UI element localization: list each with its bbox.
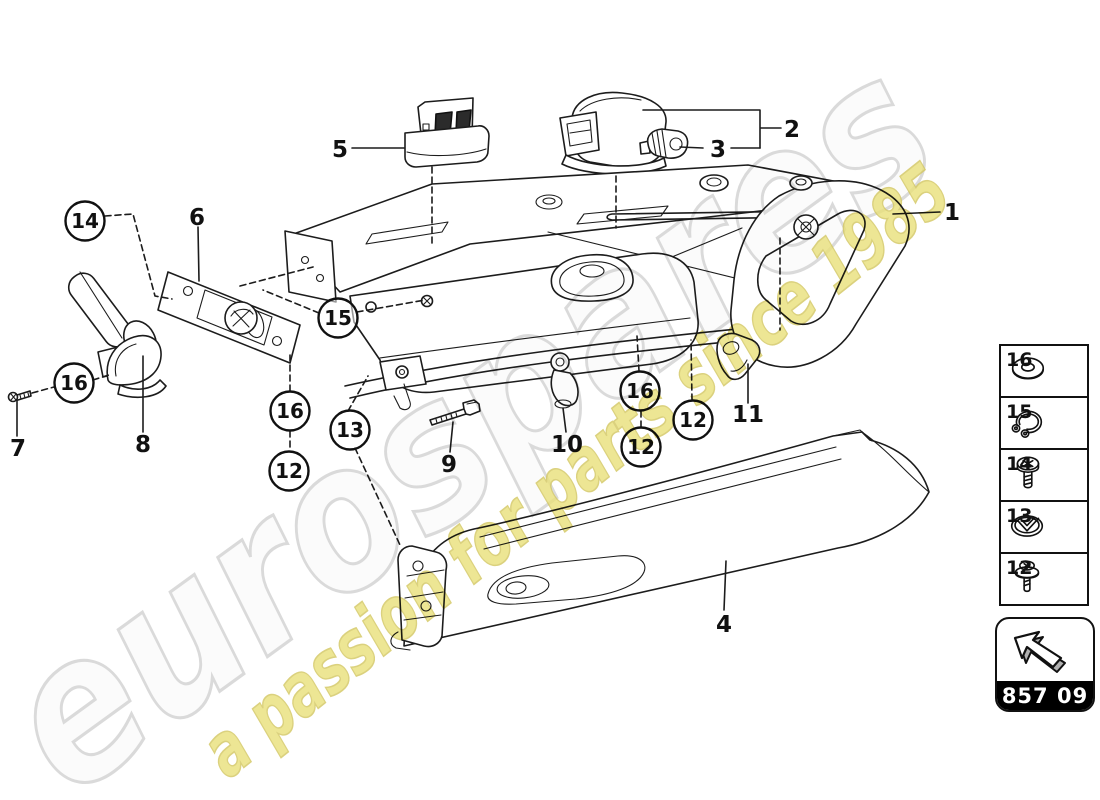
thumb-item-12[interactable]: 12 (1001, 552, 1087, 604)
callout-label-8[interactable]: 8 (135, 432, 151, 458)
glovebox-assembly-art (7, 91, 941, 651)
callout-circle-14[interactable]: 14 (64, 200, 106, 242)
part-3-bulb (639, 128, 689, 159)
thumb-item-15[interactable]: 15 (1001, 396, 1087, 448)
part-6-lock-plate (157, 271, 301, 364)
part-7-screw (7, 390, 32, 403)
grommet-icon (1010, 515, 1044, 537)
circlip-icon (1011, 410, 1043, 438)
callout-label-4[interactable]: 4 (716, 612, 732, 638)
part-2-lamp-housing (559, 91, 667, 175)
part-5-switch-unit (404, 97, 490, 168)
part-1-glovebox-housing (284, 164, 910, 411)
svg-text:13: 13 (336, 418, 364, 442)
hardware-thumbnail-list: 16 15 14 13 (999, 344, 1089, 606)
thumb-item-14[interactable]: 14 (1001, 448, 1087, 500)
leader-lines (31, 166, 781, 546)
thumb-item-13[interactable]: 13 (1001, 500, 1087, 552)
svg-text:16: 16 (60, 371, 88, 395)
callout-label-9[interactable]: 9 (441, 452, 457, 478)
part-4-glovebox-lid (390, 429, 930, 651)
pointer-lines (16, 109, 941, 611)
rivet-screw-icon (1014, 560, 1040, 593)
svg-text:12: 12 (275, 459, 303, 483)
callout-label-3[interactable]: 3 (710, 137, 726, 163)
callout-label-7[interactable]: 7 (10, 436, 26, 462)
callout-label-1[interactable]: 1 (944, 200, 960, 226)
part-9-bolt (429, 399, 481, 426)
back-arrow-icon (1013, 630, 1066, 673)
callout-circle-15[interactable]: 15 (317, 297, 359, 339)
callout-label-10[interactable]: 10 (551, 432, 583, 458)
callout-circle-16[interactable]: 16 (619, 370, 661, 412)
callout-circle-12[interactable]: 12 (268, 450, 310, 492)
svg-text:16: 16 (276, 399, 304, 423)
part-11-hook-bracket (716, 332, 761, 381)
callout-label-11[interactable]: 11 (732, 402, 764, 428)
callout-circle-12[interactable]: 12 (620, 426, 662, 468)
part-group-code: 857 09 (1001, 683, 1089, 708)
callout-circle-12[interactable]: 12 (672, 399, 714, 441)
diagram-nav-box[interactable]: 857 09 (995, 617, 1095, 712)
callout-circle-16[interactable]: 16 (269, 390, 311, 432)
screw-icon (1016, 456, 1040, 489)
callout-circle-13[interactable]: 13 (329, 409, 371, 451)
callout-label-6[interactable]: 6 (189, 205, 205, 231)
washer-icon (1011, 357, 1045, 380)
part-8-damper (67, 271, 167, 399)
svg-text:12: 12 (627, 435, 655, 459)
thumb-item-16[interactable]: 16 (1001, 346, 1087, 396)
svg-text:14: 14 (71, 209, 99, 233)
callout-circle-16[interactable]: 16 (53, 362, 95, 404)
part-group-code-band: 857 09 (997, 681, 1093, 710)
thumb-label: 15 (1006, 401, 1033, 423)
svg-text:15: 15 (324, 306, 352, 330)
callout-label-5[interactable]: 5 (332, 137, 348, 163)
svg-text:16: 16 (626, 379, 654, 403)
svg-text:12: 12 (679, 408, 707, 432)
callout-label-2[interactable]: 2 (784, 117, 800, 143)
part-10-striker (550, 352, 579, 409)
